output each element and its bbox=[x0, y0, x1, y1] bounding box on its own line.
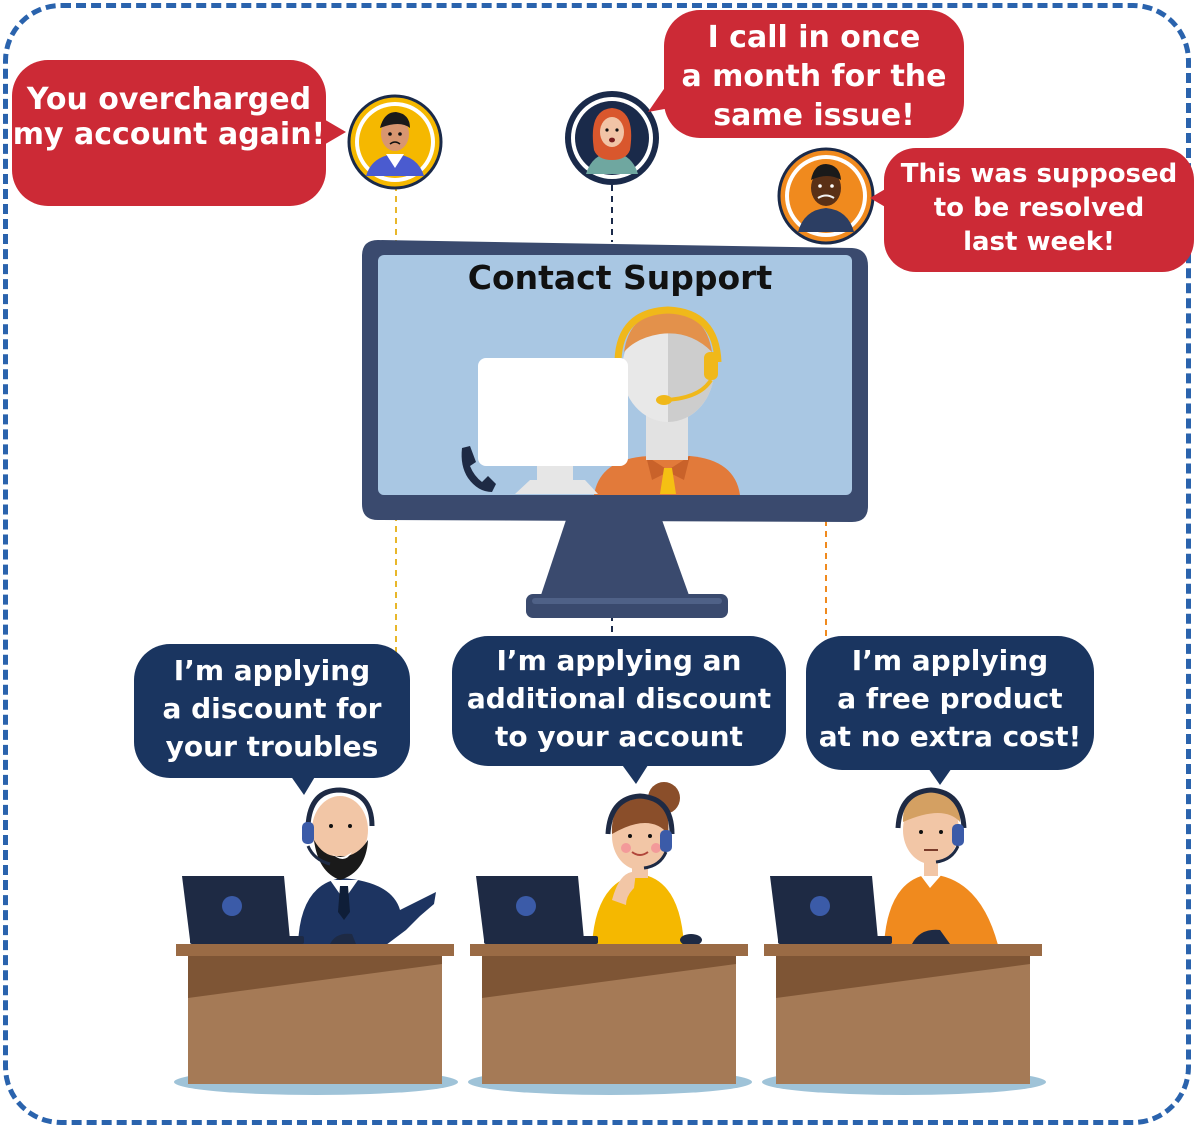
agent-2 bbox=[592, 782, 684, 945]
customer-3-avatar bbox=[777, 147, 875, 245]
bubble-text-line: I call in once bbox=[707, 20, 921, 55]
customer-3-speech-bubble: This was supposed to be resolved last we… bbox=[884, 148, 1194, 272]
agent-3-bubble-tail bbox=[926, 765, 954, 785]
bubble-text-line: I’m applying an bbox=[496, 644, 742, 677]
bubble-text-line: a free product bbox=[837, 682, 1063, 716]
bubble-text-line: last week! bbox=[963, 226, 1115, 257]
bubble-text-line: at no extra cost! bbox=[818, 720, 1082, 754]
bubble-text-line: to be resolved bbox=[933, 192, 1145, 223]
bubble-text-line: I’m applying bbox=[851, 644, 1049, 677]
desk-3 bbox=[762, 944, 1046, 1095]
laptop-1 bbox=[182, 876, 304, 944]
bubble-text-line: your troubles bbox=[165, 730, 379, 764]
laptop-2 bbox=[476, 876, 702, 946]
customer-2-avatar bbox=[565, 91, 659, 185]
phone-icon bbox=[461, 446, 496, 492]
agent-3-speech-bubble: I’m applying a free product at no extra … bbox=[806, 636, 1094, 770]
customer-1-bubble-tail bbox=[322, 118, 346, 146]
agent-1 bbox=[298, 787, 436, 945]
bubble-text-line: additional discount bbox=[466, 682, 772, 716]
bubble-text-line: I’m applying bbox=[173, 654, 371, 687]
monitor-title: Contact Support bbox=[467, 258, 773, 297]
customer-2-speech-bubble: I call in once a month for the same issu… bbox=[664, 10, 964, 138]
customer-1-avatar bbox=[347, 94, 443, 190]
customer-3-bubble-tail bbox=[870, 188, 887, 208]
bubble-text-line: my account again! bbox=[12, 117, 326, 153]
laptop-3 bbox=[770, 876, 892, 944]
bubble-text-line: a discount for bbox=[162, 692, 382, 726]
agent-1-speech-bubble: I’m applying a discount for your trouble… bbox=[134, 644, 410, 778]
agent-2-bubble-tail bbox=[620, 762, 650, 784]
bubble-text-line: a month for the bbox=[681, 59, 947, 94]
desk-1 bbox=[174, 944, 458, 1095]
bubble-text-line: This was supposed bbox=[900, 159, 1178, 189]
bubble-text-line: same issue! bbox=[713, 98, 915, 133]
agent-2-speech-bubble: I’m applying an additional discount to y… bbox=[452, 636, 786, 766]
bubble-text-line: to your account bbox=[495, 720, 743, 754]
agent-3 bbox=[884, 787, 998, 945]
dashed-frame bbox=[3, 3, 1191, 1125]
customer-1-speech-bubble: You overcharged my account again! bbox=[12, 60, 326, 206]
bubble-text-line: You overcharged bbox=[26, 82, 312, 117]
support-agent-on-screen bbox=[594, 306, 740, 495]
screen-computer bbox=[478, 358, 628, 494]
desk-2 bbox=[468, 944, 752, 1095]
agent-1-bubble-tail bbox=[290, 775, 316, 795]
